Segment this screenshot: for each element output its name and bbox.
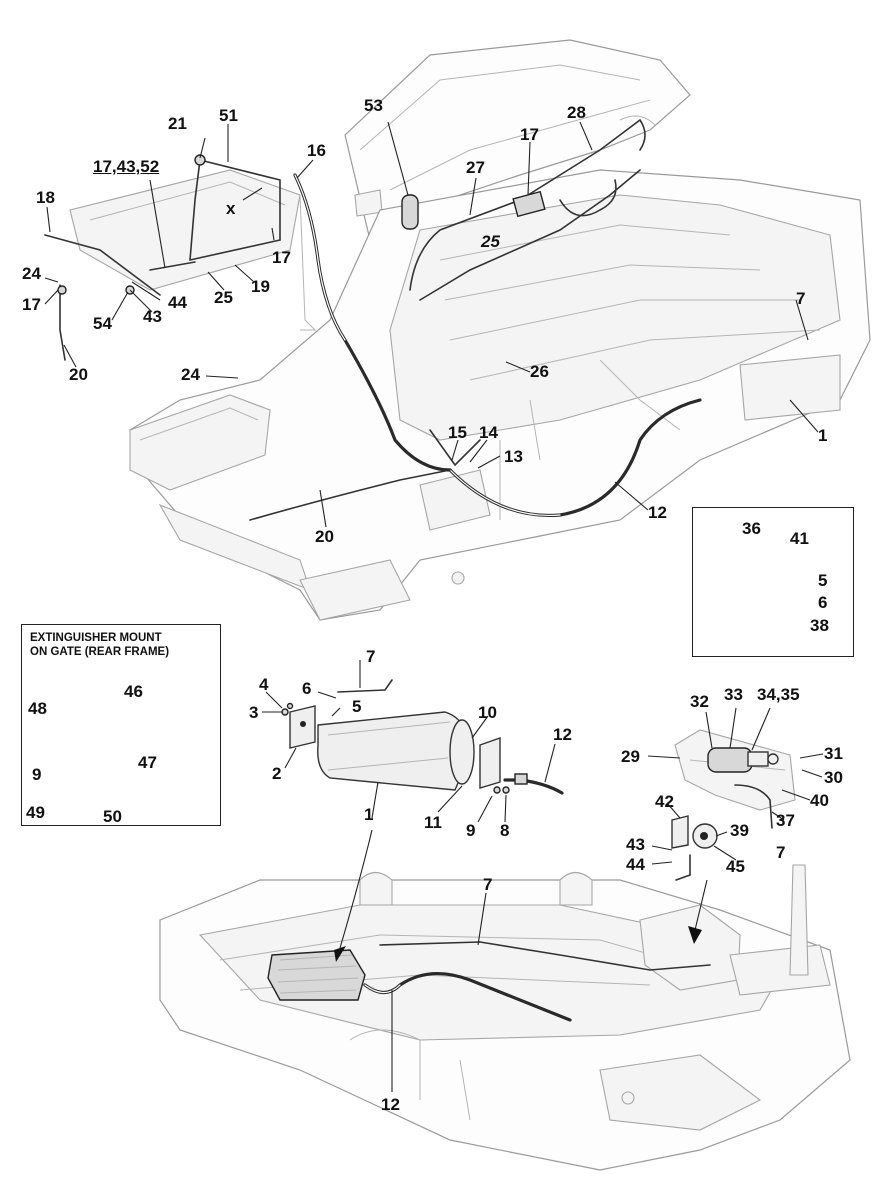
callout-7-mid: 7	[366, 647, 376, 666]
callout-43-left: 43	[143, 307, 162, 326]
callout-21: 21	[168, 114, 187, 133]
callout-34-35: 34,35	[757, 685, 800, 704]
callout-11: 11	[424, 813, 442, 832]
main-frame-upper	[129, 169, 871, 621]
callout-33: 33	[724, 685, 743, 704]
callout-29: 29	[621, 747, 640, 766]
callout-42: 42	[655, 792, 674, 811]
callout-14: 14	[479, 423, 498, 442]
actuator-assembly-exploded	[647, 707, 824, 881]
callout-48: 48	[28, 699, 47, 718]
callout-25-mid: 25	[481, 232, 500, 251]
callout-20-mid: 20	[315, 527, 334, 546]
detection-harness-exploded	[44, 154, 317, 361]
callout-45: 45	[726, 857, 745, 876]
callout-19: 19	[251, 277, 270, 296]
callout-7-bottom: 7	[483, 875, 493, 894]
callout-27: 27	[466, 158, 485, 177]
callout-5-mid: 5	[352, 697, 362, 716]
callout-25-left: 25	[214, 288, 233, 307]
callout-10: 10	[478, 703, 497, 722]
callout-24-mid: 24	[181, 365, 200, 384]
callout-6-mid: 6	[302, 679, 312, 698]
callout-38: 38	[810, 616, 829, 635]
callout-24-left: 24	[22, 264, 41, 283]
callout-47: 47	[138, 753, 157, 772]
callout-54: 54	[93, 314, 112, 333]
callout-53: 53	[364, 96, 383, 115]
callout-36: 36	[742, 519, 761, 538]
callout-30: 30	[824, 768, 843, 787]
callout-17-right: 17	[272, 248, 291, 267]
upper-hose-routing	[249, 173, 702, 521]
callout-20-left: 20	[69, 365, 88, 384]
inset-title-line1: EXTINGUISHER MOUNT	[30, 632, 162, 644]
callout-5-inset: 5	[818, 571, 828, 590]
callout-12-top: 12	[648, 503, 667, 522]
callout-18: 18	[36, 188, 55, 207]
callout-28: 28	[567, 103, 586, 122]
extinguisher-canister-exploded	[262, 660, 564, 823]
callout-37: 37	[776, 811, 795, 830]
callout-7-top: 7	[796, 289, 806, 308]
callout-16: 16	[307, 141, 326, 160]
callout-17-43-52: 17,43,52	[93, 157, 160, 176]
callout-17-top: 17	[520, 125, 539, 144]
extinguisher-mount-inset: EXTINGUISHER MOUNT ON GATE (REAR FRAME)	[21, 624, 221, 826]
inset-title-line2: ON GATE (REAR FRAME)	[30, 646, 170, 658]
callout-2: 2	[272, 764, 282, 783]
cartridge-detail-inset	[692, 507, 854, 657]
callout-12-mid: 12	[553, 725, 572, 744]
callout-50: 50	[103, 807, 122, 826]
callout-40: 40	[810, 791, 829, 810]
callout-17-left: 17	[22, 295, 41, 314]
callout-46: 46	[124, 682, 143, 701]
callout-15: 15	[448, 423, 467, 442]
cab-wiring-harness	[401, 115, 656, 301]
callout-1-mid: 1	[364, 805, 374, 824]
callout-4: 4	[259, 675, 269, 694]
callout-39: 39	[730, 821, 749, 840]
callout-9-inset: 9	[32, 765, 42, 784]
callout-6-inset: 6	[818, 593, 828, 612]
callout-3: 3	[249, 703, 259, 722]
callout-12-bottom: 12	[381, 1095, 400, 1114]
leader-lines-top	[44, 121, 819, 528]
callout-9-mid: 9	[466, 821, 476, 840]
main-frame-lower	[159, 864, 851, 1171]
callout-51: 51	[219, 106, 238, 125]
callout-x: x	[226, 199, 236, 218]
callout-43-right: 43	[626, 835, 645, 854]
callout-1-top: 1	[818, 426, 828, 445]
callout-8: 8	[500, 821, 510, 840]
callout-41: 41	[790, 529, 809, 548]
callout-44-right: 44	[626, 855, 645, 874]
callout-13: 13	[504, 447, 523, 466]
callout-44-left: 44	[168, 293, 187, 312]
installed-canister	[267, 829, 711, 1092]
callout-49: 49	[26, 803, 45, 822]
callout-32: 32	[690, 692, 709, 711]
callout-31: 31	[824, 744, 843, 763]
callout-26: 26	[530, 362, 549, 381]
callout-7-right: 7	[776, 843, 786, 862]
